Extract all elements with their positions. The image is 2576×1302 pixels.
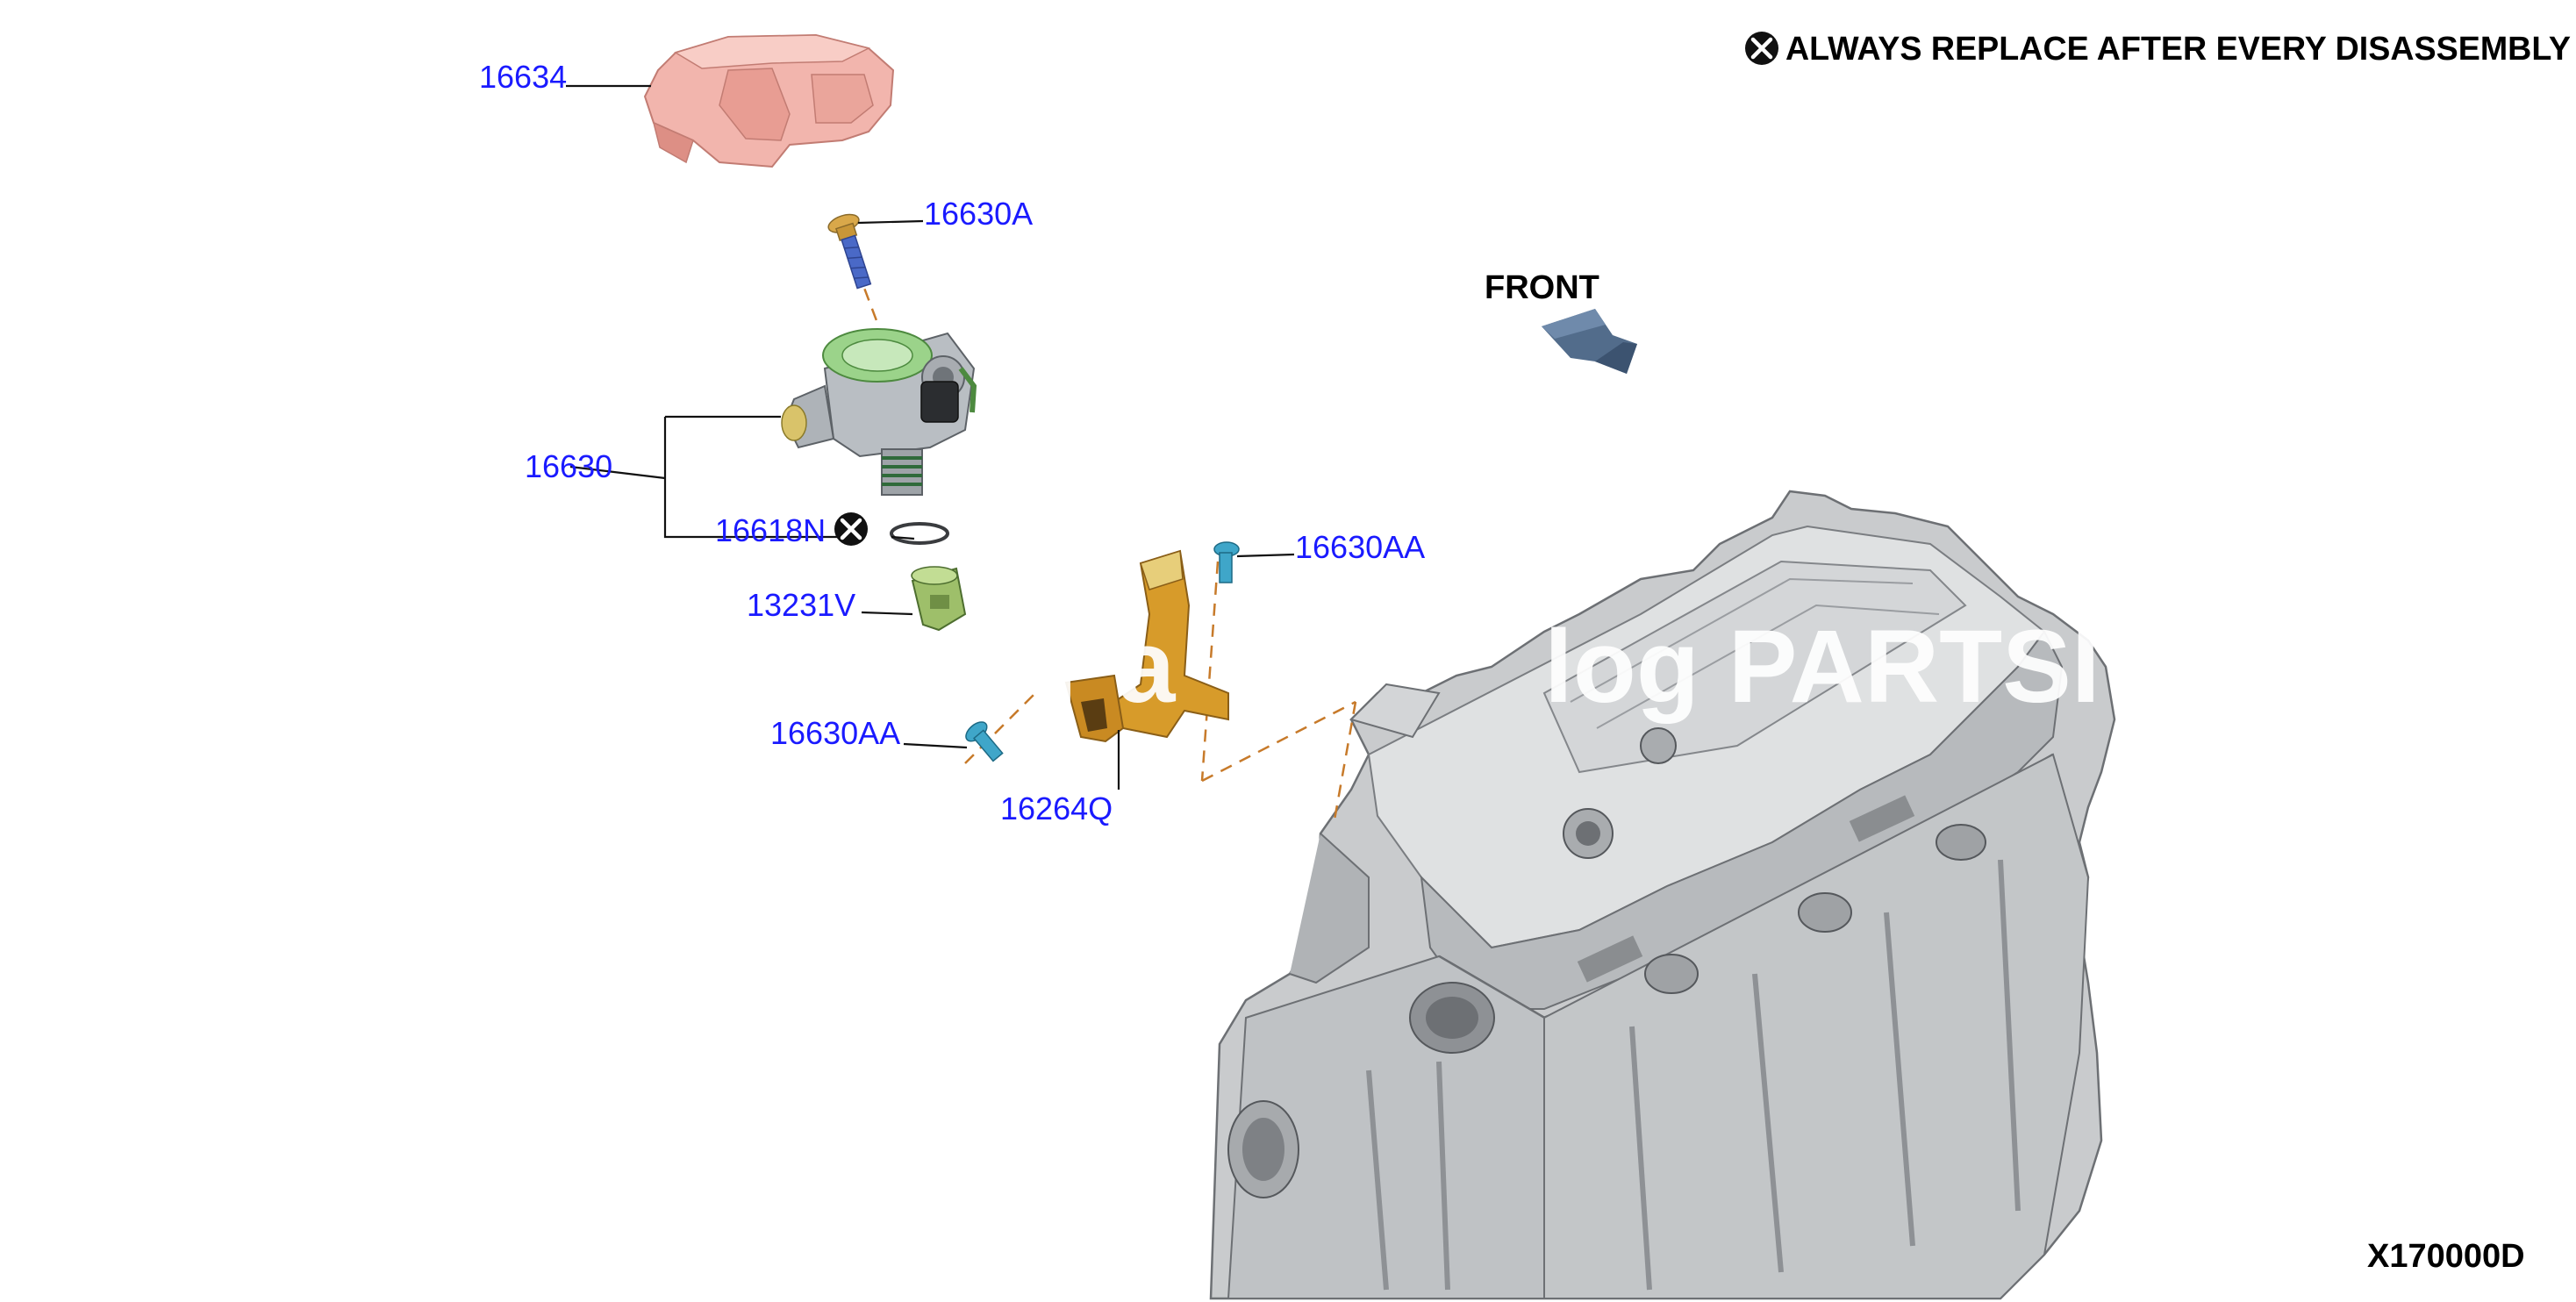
replace-notice: ALWAYS REPLACE AFTER EVERY DISASSEMBLY	[1745, 31, 2571, 68]
callout-16630[interactable]: 16630	[525, 448, 612, 484]
callout-16634[interactable]: 16634	[479, 59, 567, 95]
front-arrow-icon	[1542, 309, 1637, 374]
pump-cover-part	[643, 33, 895, 168]
leader-lines	[566, 84, 1295, 790]
callout-16630a[interactable]: 16630A	[924, 196, 1033, 232]
callout-16618n[interactable]: 16618N	[715, 512, 826, 548]
callout-16264q[interactable]: 16264Q	[1000, 790, 1113, 826]
fuel-pump-part	[781, 328, 977, 496]
lifter-part	[911, 566, 967, 632]
watermark-text-right: log PARTSI	[1544, 609, 2100, 725]
front-label: FRONT	[1485, 269, 1599, 306]
watermark: Pa log PARTSI	[1048, 609, 2100, 725]
watermark-text-left: Pa	[1048, 609, 1177, 725]
pump-bolt-part	[827, 213, 872, 290]
replace-always-icon	[834, 512, 868, 546]
x-circle-icon	[1745, 32, 1778, 65]
small-bolt-upper-part	[1213, 541, 1240, 583]
replace-notice-text: ALWAYS REPLACE AFTER EVERY DISASSEMBLY	[1785, 31, 2571, 68]
engine-block	[1209, 490, 2116, 1300]
callout-16630aa-lower[interactable]: 16630AA	[770, 715, 900, 751]
front-indicator: FRONT	[1485, 269, 1637, 374]
bracket-part	[1064, 549, 1229, 743]
small-bolt-lower-part	[965, 721, 1004, 762]
diagram-code: X170000D	[2367, 1238, 2525, 1275]
callout-16630aa-upper[interactable]: 16630AA	[1295, 529, 1425, 565]
callout-13231v[interactable]: 13231V	[747, 587, 855, 623]
o-ring-part	[890, 522, 949, 545]
